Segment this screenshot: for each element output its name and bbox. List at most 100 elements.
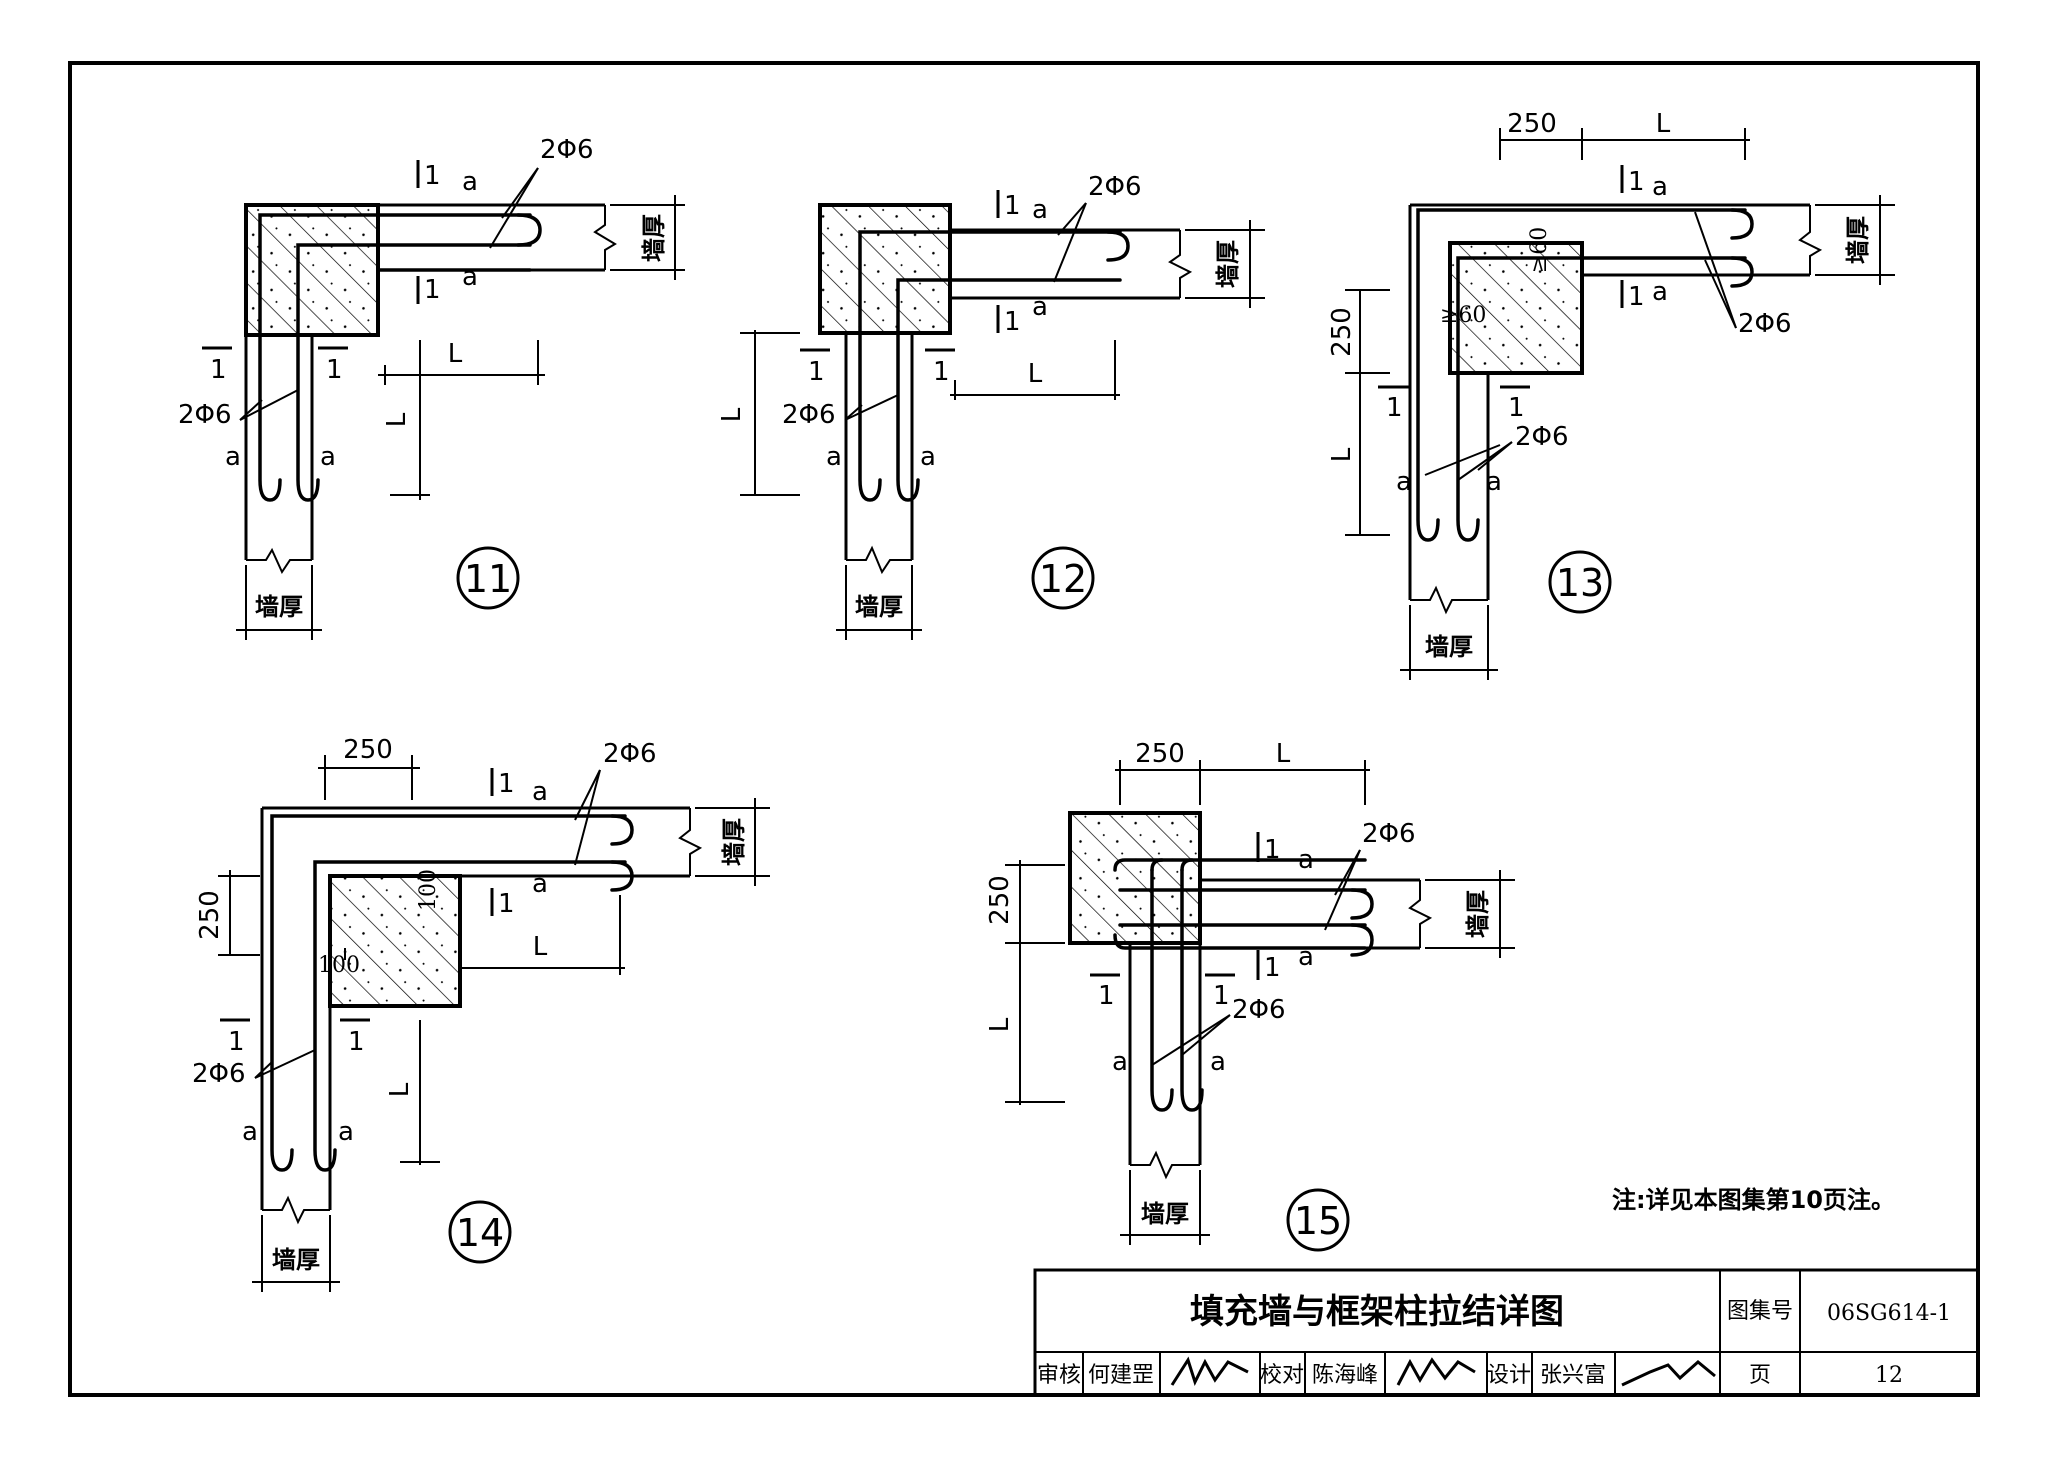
svg-text:2Φ6: 2Φ6 bbox=[1232, 995, 1286, 1025]
svg-text:13: 13 bbox=[1556, 561, 1604, 605]
svg-text:1: 1 bbox=[498, 769, 515, 799]
svg-text:1: 1 bbox=[1098, 981, 1115, 1011]
svg-text:a: a bbox=[320, 442, 336, 472]
svg-text:1: 1 bbox=[424, 275, 441, 305]
check-name: 陈海峰 bbox=[1312, 1363, 1378, 1388]
svg-text:a: a bbox=[1032, 292, 1048, 322]
svg-text:250: 250 bbox=[1327, 307, 1357, 357]
svg-text:2Φ6: 2Φ6 bbox=[192, 1059, 246, 1089]
svg-text:1: 1 bbox=[1386, 393, 1403, 423]
svg-text:≥60: ≥60 bbox=[1440, 303, 1486, 328]
detail-15: 墙厚 墙厚 250 L 250 L 2Φ6 2Φ6 a a a a 1 1 1 bbox=[985, 739, 1515, 1252]
svg-text:L: L bbox=[533, 932, 548, 962]
svg-text:15: 15 bbox=[1294, 1199, 1342, 1243]
drawing-title: 填充墙与框架柱拉结详图 bbox=[1190, 1292, 1564, 1332]
column-section bbox=[818, 203, 952, 335]
svg-text:1: 1 bbox=[933, 357, 950, 387]
svg-text:a: a bbox=[1112, 1047, 1128, 1077]
tie-bar bbox=[258, 213, 532, 502]
svg-text:墙厚: 墙厚 bbox=[1464, 890, 1492, 938]
atlas-label: 图集号 bbox=[1727, 1299, 1793, 1324]
bar-spec-label: 2Φ6 bbox=[178, 400, 232, 430]
svg-text:2Φ6: 2Φ6 bbox=[1362, 819, 1416, 849]
atlas-number: 06SG614-1 bbox=[1827, 1301, 1951, 1326]
svg-text:250: 250 bbox=[195, 890, 225, 940]
svg-text:墙厚: 墙厚 bbox=[1844, 216, 1872, 264]
svg-text:a: a bbox=[338, 1117, 354, 1147]
svg-text:1: 1 bbox=[326, 355, 343, 385]
svg-text:a: a bbox=[1486, 467, 1502, 497]
svg-text:250: 250 bbox=[1507, 109, 1557, 139]
svg-text:a: a bbox=[462, 167, 478, 197]
svg-text:a: a bbox=[532, 869, 548, 899]
svg-text:1: 1 bbox=[498, 889, 515, 919]
svg-text:2Φ6: 2Φ6 bbox=[603, 739, 657, 769]
svg-text:a: a bbox=[225, 442, 241, 472]
general-note: 注:详见本图集第10页注。 bbox=[1612, 1186, 1895, 1214]
column-section bbox=[1448, 241, 1584, 375]
check-signature bbox=[1396, 1357, 1476, 1386]
svg-text:2Φ6: 2Φ6 bbox=[1738, 309, 1792, 339]
detail-13: 墙厚 墙厚 250 L 250 L ≥60 ≥60 2Φ6 2Φ6 a a a … bbox=[1327, 109, 1895, 680]
svg-text:1: 1 bbox=[348, 1027, 365, 1057]
svg-text:≥60: ≥60 bbox=[1527, 227, 1552, 273]
column-section bbox=[328, 874, 462, 1008]
svg-text:1: 1 bbox=[1004, 307, 1021, 337]
svg-text:a: a bbox=[1210, 1047, 1226, 1077]
svg-text:250: 250 bbox=[343, 735, 393, 765]
svg-text:墙厚: 墙厚 bbox=[1425, 633, 1473, 661]
svg-text:1: 1 bbox=[1264, 835, 1281, 865]
review-label: 审核 bbox=[1037, 1363, 1081, 1388]
svg-text:1: 1 bbox=[1628, 167, 1645, 197]
detail-number: 11 bbox=[464, 557, 512, 601]
svg-text:a: a bbox=[920, 442, 936, 472]
svg-text:L: L bbox=[1656, 109, 1671, 139]
svg-text:1: 1 bbox=[228, 1027, 245, 1057]
svg-text:L: L bbox=[1276, 739, 1291, 769]
bar-spec-label: 2Φ6 bbox=[540, 135, 594, 165]
svg-text:1: 1 bbox=[1213, 981, 1230, 1011]
svg-text:a: a bbox=[826, 442, 842, 472]
svg-text:墙厚: 墙厚 bbox=[855, 593, 903, 621]
wall-thickness-label: 墙厚 bbox=[640, 214, 668, 262]
svg-text:a: a bbox=[1298, 942, 1314, 972]
svg-text:1: 1 bbox=[1508, 393, 1525, 423]
svg-text:100: 100 bbox=[416, 869, 441, 911]
detail-11: 墙厚 墙厚 L L 2Φ6 2Φ6 a a a a 1 1 1 1 bbox=[178, 135, 685, 640]
svg-text:250: 250 bbox=[985, 875, 1015, 925]
svg-text:a: a bbox=[1396, 467, 1412, 497]
page-number: 12 bbox=[1875, 1363, 1903, 1388]
svg-text:1: 1 bbox=[1004, 191, 1021, 221]
break-symbol bbox=[593, 205, 617, 270]
wall-thickness-label: 墙厚 bbox=[255, 593, 303, 621]
svg-text:1: 1 bbox=[808, 357, 825, 387]
svg-text:L: L bbox=[717, 407, 747, 422]
detail-14: 墙厚 墙厚 250 250 L L 100 100 2Φ6 2Φ6 a a a bbox=[192, 735, 770, 1292]
sheet-border bbox=[68, 61, 1980, 1397]
column-section bbox=[1068, 811, 1202, 945]
svg-text:2Φ6: 2Φ6 bbox=[1515, 422, 1569, 452]
review-signature bbox=[1170, 1356, 1249, 1386]
detail-number-circle bbox=[456, 546, 520, 610]
svg-text:a: a bbox=[1032, 195, 1048, 225]
svg-text:a: a bbox=[1652, 172, 1668, 202]
column-section bbox=[244, 203, 380, 337]
svg-text:1: 1 bbox=[1264, 953, 1281, 983]
svg-text:250: 250 bbox=[1135, 739, 1185, 769]
svg-text:L: L bbox=[985, 1017, 1015, 1032]
svg-text:a: a bbox=[462, 262, 478, 292]
svg-text:L: L bbox=[385, 1082, 415, 1097]
svg-text:墙厚: 墙厚 bbox=[272, 1246, 320, 1274]
page-label: 页 bbox=[1749, 1363, 1771, 1388]
svg-text:a: a bbox=[242, 1117, 258, 1147]
svg-text:2Φ6: 2Φ6 bbox=[1088, 172, 1142, 202]
svg-text:1: 1 bbox=[1628, 282, 1645, 312]
svg-text:墙厚: 墙厚 bbox=[1141, 1200, 1189, 1228]
review-name: 何建罡 bbox=[1088, 1363, 1154, 1388]
length-label: L bbox=[448, 339, 463, 369]
svg-text:2Φ6: 2Φ6 bbox=[782, 400, 836, 430]
design-signature bbox=[1621, 1360, 1716, 1387]
tie-bar bbox=[296, 243, 532, 502]
check-label: 校对 bbox=[1260, 1363, 1304, 1388]
